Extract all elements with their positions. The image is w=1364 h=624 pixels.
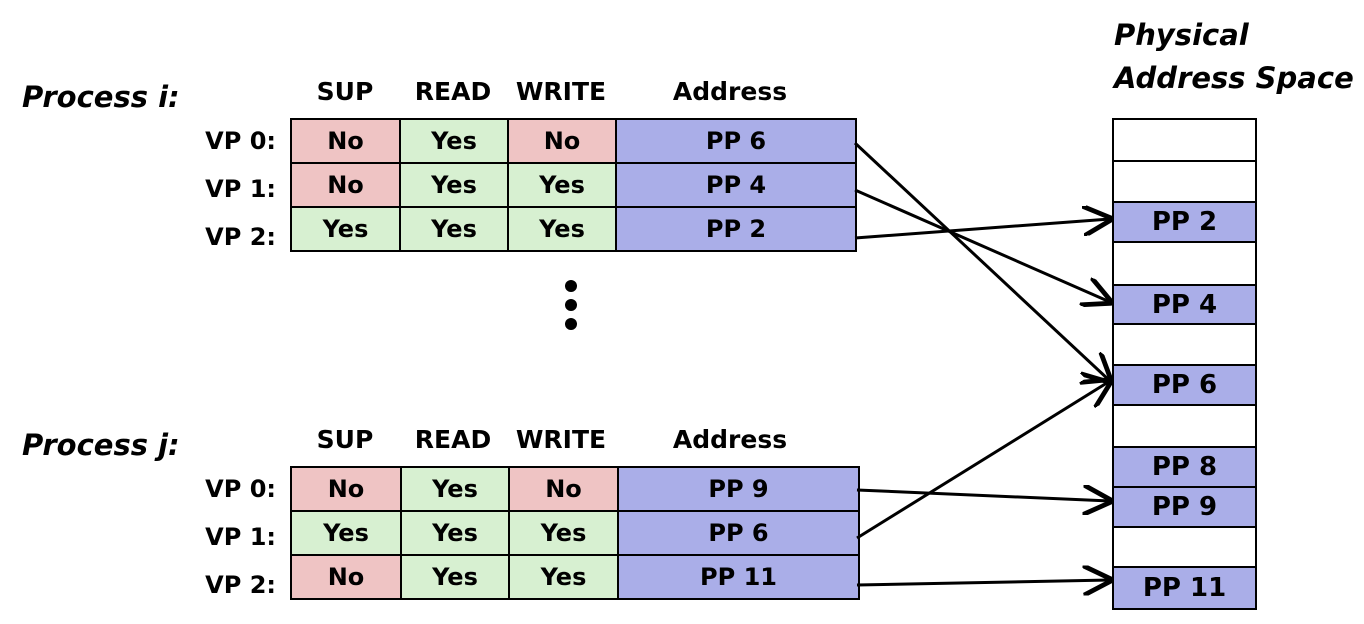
arrow-j-vp0-to-pp9 bbox=[856, 490, 1110, 501]
table-row: No Yes Yes PP 4 bbox=[290, 162, 857, 208]
table-row: No Yes Yes PP 11 bbox=[290, 554, 860, 600]
table-row: No Yes No PP 9 bbox=[290, 466, 860, 512]
vp-label: VP 0: bbox=[205, 127, 276, 155]
physical-slot bbox=[1114, 406, 1255, 448]
physical-page-pp9: PP 9 bbox=[1114, 488, 1255, 528]
read-cell: Yes bbox=[400, 510, 510, 556]
col-header-sup: SUP bbox=[316, 77, 374, 106]
physical-title-line1: Physical bbox=[1114, 18, 1249, 52]
arrow-i-vp0-to-pp6 bbox=[853, 141, 1110, 381]
address-cell: PP 6 bbox=[617, 510, 860, 556]
sup-cell: No bbox=[290, 162, 401, 208]
table-row: Yes Yes Yes PP 2 bbox=[290, 206, 857, 252]
col-header-sup: SUP bbox=[316, 425, 374, 454]
physical-page-pp6: PP 6 bbox=[1114, 366, 1255, 406]
read-cell: Yes bbox=[399, 118, 509, 164]
read-cell: Yes bbox=[399, 162, 509, 208]
physical-address-space-title: Physical Address Space bbox=[1114, 14, 1354, 100]
arrow-i-vp2-to-pp2 bbox=[854, 219, 1110, 240]
physical-slot bbox=[1114, 243, 1255, 286]
physical-page-pp11: PP 11 bbox=[1114, 568, 1255, 608]
write-cell: Yes bbox=[507, 206, 617, 252]
col-header-address: Address bbox=[672, 77, 788, 106]
arrow-i-vp1-to-pp4 bbox=[854, 188, 1110, 302]
page-table-process-i: No Yes No PP 6 No Yes Yes PP 4 Yes Yes Y… bbox=[290, 118, 857, 252]
ellipsis-dot bbox=[565, 280, 577, 292]
ellipsis-dot bbox=[565, 318, 577, 330]
write-cell: Yes bbox=[508, 554, 619, 600]
address-cell: PP 9 bbox=[617, 466, 860, 512]
col-header-read: READ bbox=[414, 77, 492, 106]
col-header-write: WRITE bbox=[515, 425, 607, 454]
write-cell: No bbox=[507, 118, 617, 164]
col-header-address: Address bbox=[672, 425, 788, 454]
process-i-label: Process i: bbox=[22, 80, 180, 114]
write-cell: No bbox=[508, 466, 619, 512]
physical-title-line2: Address Space bbox=[1114, 61, 1354, 95]
table-row: Yes Yes Yes PP 6 bbox=[290, 510, 860, 556]
address-cell: PP 6 bbox=[615, 118, 857, 164]
sup-cell: No bbox=[290, 554, 402, 600]
sup-cell: No bbox=[290, 118, 401, 164]
write-cell: Yes bbox=[507, 162, 617, 208]
table-row: No Yes No PP 6 bbox=[290, 118, 857, 164]
physical-slot bbox=[1114, 120, 1255, 162]
physical-address-space: PP 2 PP 4 PP 6 PP 8 PP 9 PP 11 bbox=[1112, 118, 1257, 610]
physical-slot bbox=[1114, 162, 1255, 203]
address-cell: PP 2 bbox=[615, 206, 857, 252]
vp-label: VP 1: bbox=[205, 523, 276, 551]
vp-label: VP 2: bbox=[205, 571, 276, 599]
page-table-process-j: No Yes No PP 9 Yes Yes Yes PP 6 No Yes Y… bbox=[290, 466, 860, 600]
physical-slot bbox=[1114, 325, 1255, 366]
process-j-label: Process j: bbox=[22, 428, 180, 462]
vp-label: VP 1: bbox=[205, 175, 276, 203]
sup-cell: Yes bbox=[290, 510, 402, 556]
sup-cell: Yes bbox=[290, 206, 401, 252]
vp-label: VP 2: bbox=[205, 223, 276, 251]
address-cell: PP 11 bbox=[617, 554, 860, 600]
sup-cell: No bbox=[290, 466, 402, 512]
physical-page-pp4: PP 4 bbox=[1114, 286, 1255, 325]
arrow-j-vp1-to-pp6 bbox=[856, 381, 1110, 540]
read-cell: Yes bbox=[400, 554, 510, 600]
address-cell: PP 4 bbox=[615, 162, 857, 208]
physical-page-pp8: PP 8 bbox=[1114, 448, 1255, 488]
vp-label: VP 0: bbox=[205, 475, 276, 503]
read-cell: Yes bbox=[399, 206, 509, 252]
arrow-j-vp2-to-pp11 bbox=[856, 580, 1110, 585]
ellipsis-dot bbox=[565, 299, 577, 311]
col-header-read: READ bbox=[414, 425, 492, 454]
write-cell: Yes bbox=[508, 510, 619, 556]
physical-page-pp2: PP 2 bbox=[1114, 203, 1255, 243]
col-header-write: WRITE bbox=[515, 77, 607, 106]
read-cell: Yes bbox=[400, 466, 510, 512]
physical-slot bbox=[1114, 528, 1255, 568]
